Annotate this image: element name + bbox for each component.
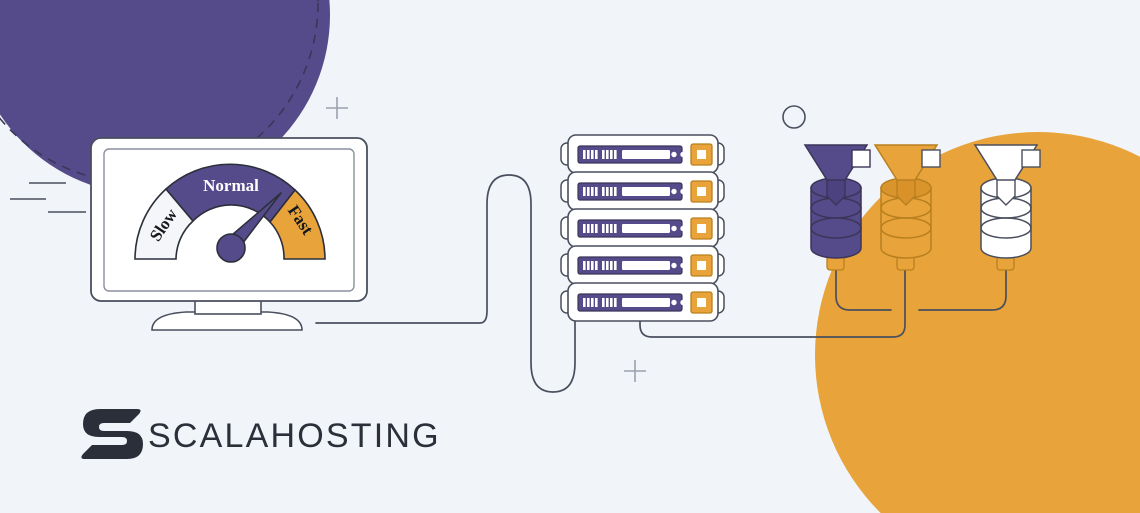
server-unit[interactable] — [560, 171, 725, 211]
gauge-label-normal: Normal — [203, 176, 259, 195]
scalahosting-s-mark — [81, 409, 143, 459]
plus-mark-group — [326, 97, 646, 382]
server-unit-leds — [662, 262, 686, 269]
cable-db-purple — [835, 267, 892, 311]
server-unit-leds — [662, 151, 686, 158]
server-unit[interactable] — [560, 134, 725, 174]
dash-line-group — [10, 182, 86, 213]
server-unit-ticks — [583, 187, 670, 196]
server-unit-ticks — [583, 261, 670, 270]
cable-server-to-databases — [639, 267, 906, 338]
database-purple[interactable] — [803, 144, 871, 271]
cable-db-white — [918, 267, 1007, 311]
database-body — [880, 187, 932, 259]
server-unit-port-inner — [697, 187, 706, 196]
small-circle-outline — [782, 105, 806, 129]
database-body — [980, 187, 1032, 259]
gauge-segment-fast — [268, 188, 326, 260]
server-unit[interactable] — [560, 245, 725, 285]
server-unit-ticks — [583, 150, 670, 159]
database-orange[interactable] — [873, 144, 941, 271]
server-unit-leds — [662, 225, 686, 232]
server-unit-port-inner — [697, 261, 706, 270]
logo-wordmark: SCALAHOSTING — [148, 417, 441, 455]
database-funnel-handle — [921, 149, 941, 168]
server-unit[interactable] — [560, 282, 725, 322]
server-rack[interactable] — [560, 134, 725, 322]
server-unit[interactable] — [560, 208, 725, 248]
database-funnel-handle — [1021, 149, 1041, 168]
scalahosting-logo[interactable]: SCALAHOSTING — [81, 409, 440, 459]
database-funnel-handle — [851, 149, 871, 168]
monitor-stand-base — [151, 311, 303, 331]
server-unit-port-inner — [697, 150, 706, 159]
server-unit-ticks — [583, 298, 670, 307]
server-unit-leds — [662, 188, 686, 195]
dashed-circle-outline — [0, 0, 319, 184]
desktop-monitor[interactable]: Slow Normal Fast — [90, 137, 368, 331]
server-unit-leds — [662, 299, 686, 306]
gauge-needle-hub — [216, 233, 246, 263]
server-unit-port-inner — [697, 298, 706, 307]
server-unit-port-inner — [697, 224, 706, 233]
database-body — [810, 187, 862, 259]
server-unit-ticks — [583, 224, 670, 233]
database-white[interactable] — [973, 144, 1041, 271]
